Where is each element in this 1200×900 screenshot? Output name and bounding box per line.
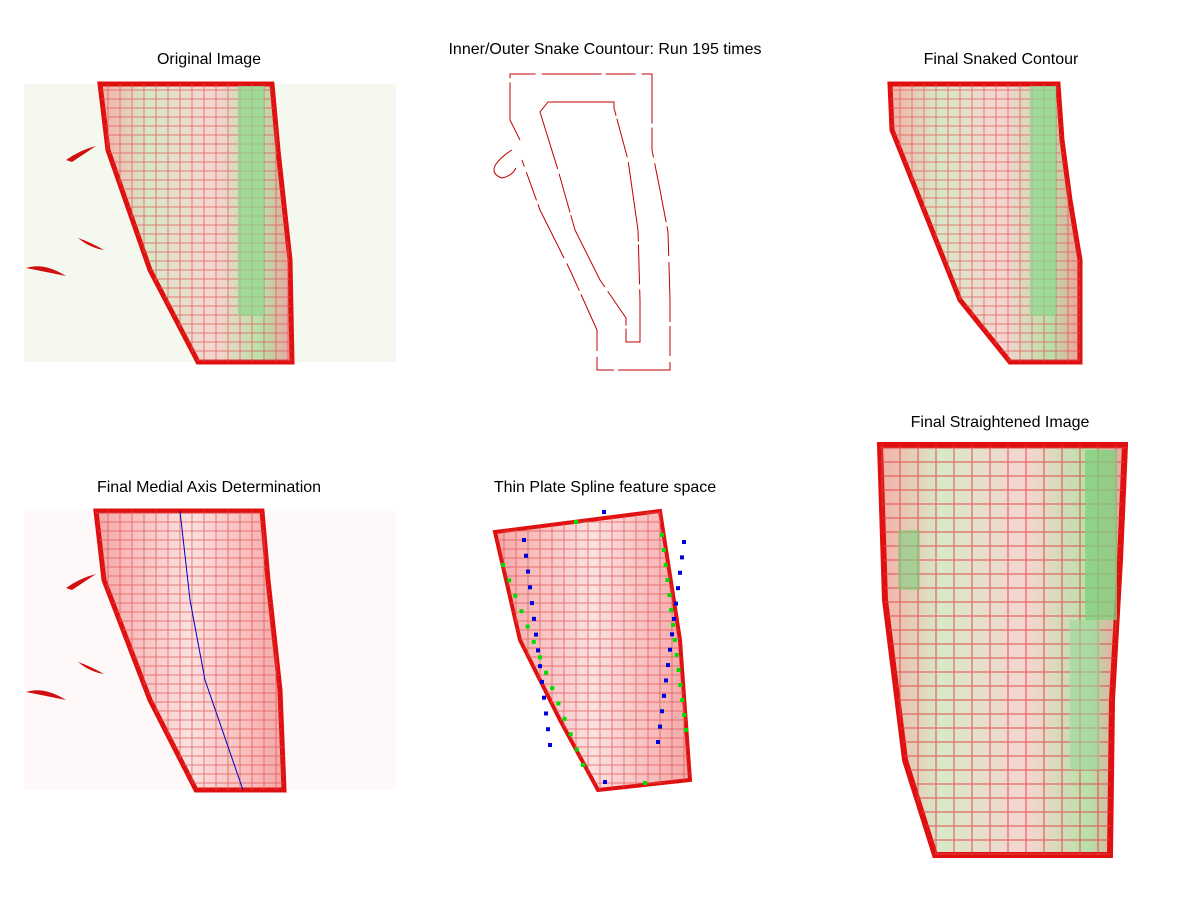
green-control-point xyxy=(556,701,561,706)
blue-control-point xyxy=(532,616,536,621)
green-control-point xyxy=(676,668,681,672)
outer-contour xyxy=(509,73,671,371)
blue-control-point xyxy=(522,538,526,542)
thin-plate-spline-image xyxy=(492,508,693,793)
panel-title-straightened-image: Final Straightened Image xyxy=(910,414,1090,431)
blue-control-point xyxy=(682,540,686,544)
green-control-point xyxy=(574,747,579,752)
green-control-point xyxy=(661,548,666,552)
blue-control-point xyxy=(544,711,548,716)
green-control-point xyxy=(669,608,674,612)
blue-control-point xyxy=(548,743,552,747)
green-control-point xyxy=(667,593,672,597)
blue-control-point xyxy=(656,740,660,744)
green-control-point xyxy=(531,639,536,644)
blue-control-point xyxy=(666,663,670,668)
green-control-point xyxy=(550,686,555,691)
snake-contour-plot xyxy=(493,73,671,371)
green-control-point xyxy=(680,698,685,702)
panel-title-original-image: Original Image xyxy=(156,51,262,68)
blue-control-point xyxy=(530,601,534,606)
green-control-point xyxy=(682,713,687,717)
green-control-point xyxy=(665,578,670,582)
green-control-point xyxy=(674,653,679,657)
green-control-point xyxy=(678,683,683,687)
original-image xyxy=(24,81,396,365)
blue-control-point xyxy=(546,727,550,732)
blue-control-point xyxy=(670,632,674,637)
blue-control-point xyxy=(664,678,668,683)
inner-contour xyxy=(539,101,641,343)
green-control-point xyxy=(663,563,668,567)
green-control-point xyxy=(672,638,677,642)
blue-control-point xyxy=(662,693,666,698)
panel-title-medial-axis: Final Medial Axis Determination xyxy=(96,479,322,496)
blue-control-point xyxy=(536,648,540,653)
blue-control-point xyxy=(672,616,676,621)
blue-control-point xyxy=(602,510,606,514)
blue-control-point xyxy=(658,724,662,729)
blue-control-point xyxy=(674,601,678,606)
blue-control-point xyxy=(676,586,680,591)
blue-control-point xyxy=(668,647,672,652)
medial-axis-image xyxy=(24,508,396,793)
green-control-point xyxy=(574,520,578,524)
green-control-point xyxy=(544,670,549,675)
blue-control-point xyxy=(680,555,684,560)
blue-control-point xyxy=(603,780,607,784)
panel-title-snake-contour: Inner/Outer Snake Countour: Run 195 time… xyxy=(448,41,762,58)
blue-control-point xyxy=(678,570,682,575)
green-control-point xyxy=(537,655,542,660)
green-control-point xyxy=(507,578,512,583)
green-control-point xyxy=(501,563,505,567)
green-control-point xyxy=(568,732,573,737)
green-control-point xyxy=(684,728,688,732)
medial-axis-line xyxy=(179,510,244,791)
blue-control-point xyxy=(528,585,532,590)
final-snaked-contour-image xyxy=(887,81,1083,365)
green-control-point xyxy=(525,624,530,629)
blue-control-point xyxy=(540,679,544,684)
blue-control-point xyxy=(524,553,528,558)
blue-control-point xyxy=(526,569,530,574)
green-control-point xyxy=(513,593,518,598)
panel-title-final-snaked-contour: Final Snaked Contour xyxy=(923,51,1079,68)
green-control-point xyxy=(643,781,647,785)
blue-control-point xyxy=(542,695,546,700)
straightened-image xyxy=(876,442,1129,858)
blue-control-point xyxy=(538,664,542,669)
green-control-point xyxy=(519,609,524,614)
green-control-point xyxy=(562,716,567,721)
green-control-point xyxy=(671,623,676,627)
green-control-point xyxy=(581,763,585,767)
blue-control-point xyxy=(660,709,664,714)
green-control-point xyxy=(660,533,664,537)
panel-title-thin-plate-spline: Thin Plate Spline feature space xyxy=(493,479,717,496)
blue-control-point xyxy=(534,632,538,637)
